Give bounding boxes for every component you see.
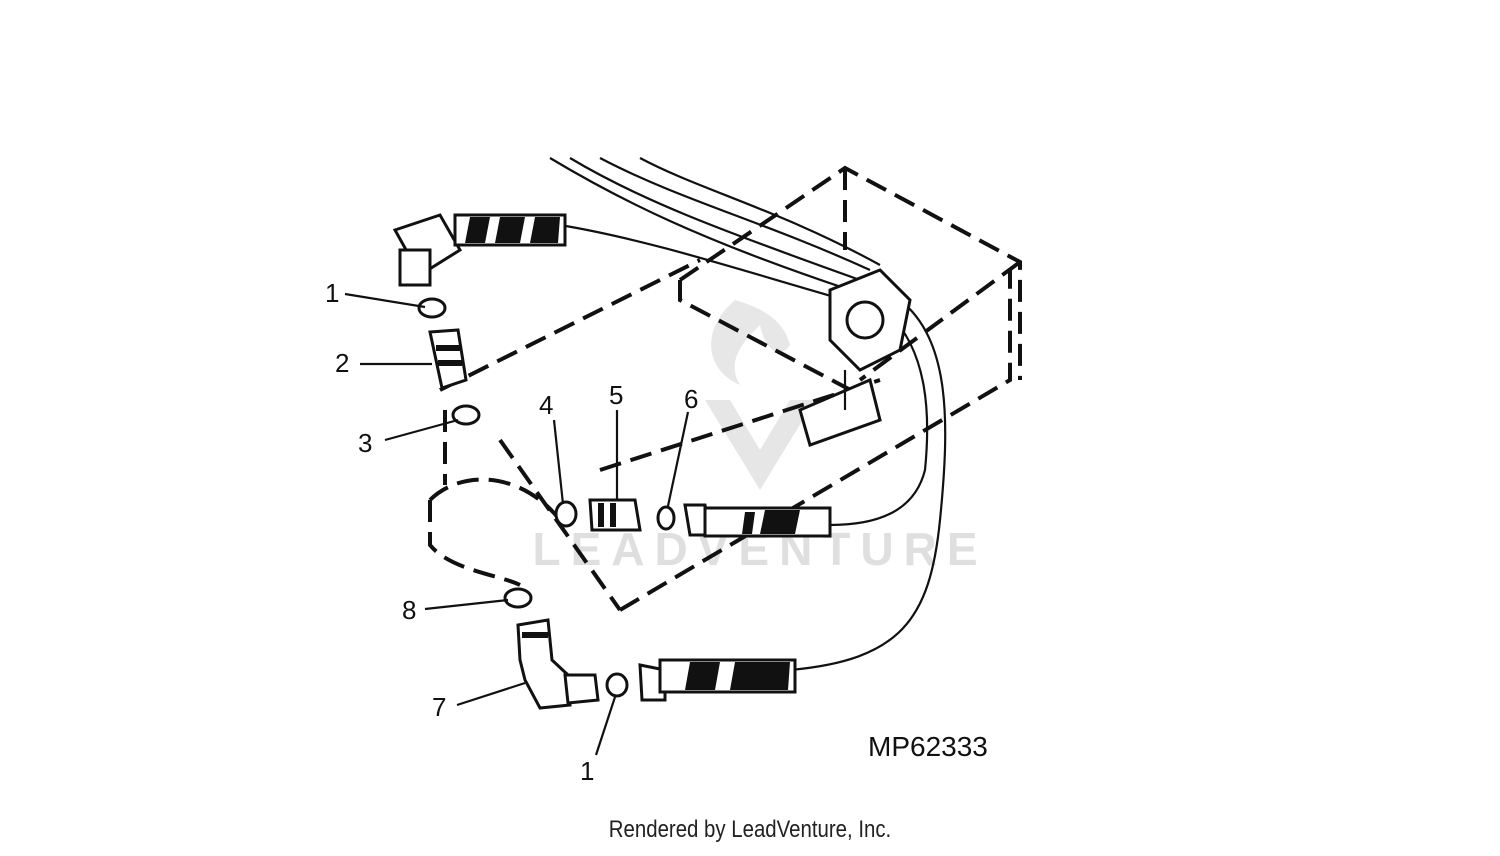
top-hose <box>392 213 567 287</box>
callout-6: 6 <box>684 384 698 414</box>
middle-fittings <box>554 498 832 538</box>
watermark: LEADVENTURE <box>532 300 978 575</box>
callout-2: 2 <box>335 348 349 378</box>
callout-3: 3 <box>358 428 372 458</box>
tank-outline <box>428 165 1022 612</box>
fitting-stack-left <box>417 297 481 426</box>
callout-1-bottom: 1 <box>580 756 594 786</box>
callout-7: 7 <box>432 692 446 722</box>
leader-lines <box>344 292 690 756</box>
figure-id: MP62333 <box>868 731 988 762</box>
callout-labels: 1 2 3 4 5 6 8 7 1 <box>325 278 698 786</box>
footer-credit: Rendered by LeadVenture, Inc. <box>608 816 892 843</box>
callout-5: 5 <box>609 380 623 410</box>
bottom-elbow <box>503 587 797 710</box>
valve-bracket <box>798 268 912 447</box>
callout-8: 8 <box>402 595 416 625</box>
callout-4: 4 <box>539 390 553 420</box>
callout-1-top: 1 <box>325 278 339 308</box>
